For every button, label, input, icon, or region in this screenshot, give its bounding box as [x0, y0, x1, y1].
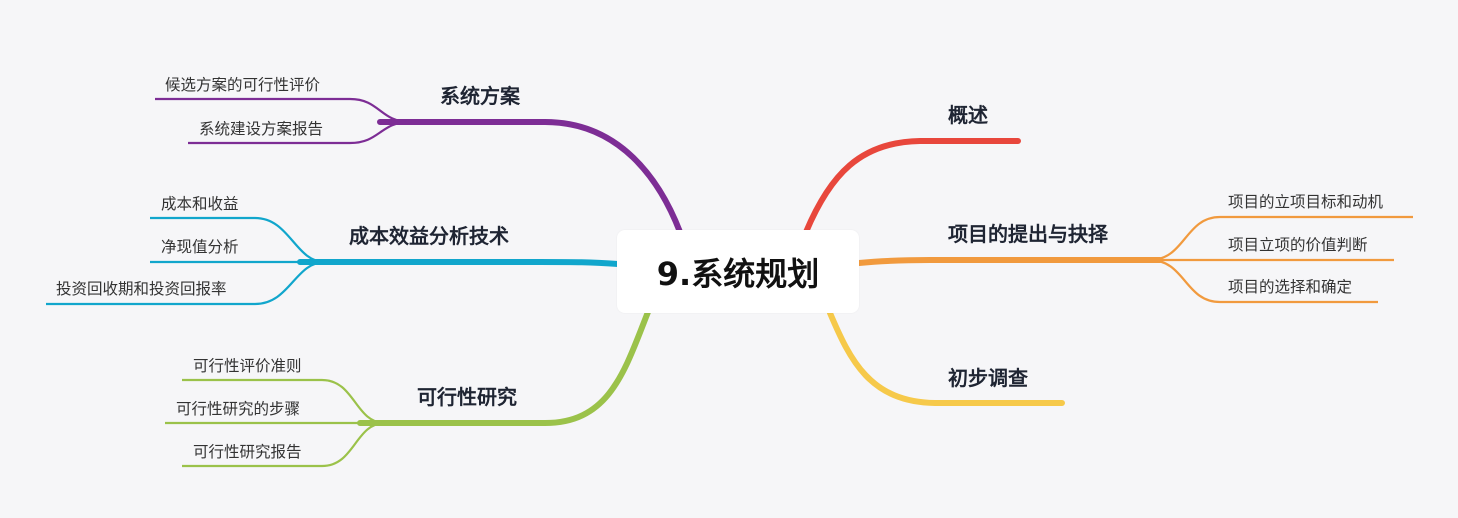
branch-feasibility-study[interactable]: 可行性研究: [417, 385, 517, 409]
connector-green-leaf-1: [182, 378, 386, 425]
connector-green-leaf-3: [182, 421, 386, 468]
root-node[interactable]: 9.系统规划: [617, 230, 859, 313]
connector-purple-main: [377, 119, 683, 235]
branch-preliminary-survey[interactable]: 初步调查: [948, 366, 1028, 390]
connector-orange-main: [856, 257, 1163, 266]
connector-green-main: [357, 309, 651, 426]
leaf-feasibility-report[interactable]: 可行性研究报告: [193, 443, 302, 461]
connector-purple-leaf-1: [155, 97, 411, 124]
connector-orange-leaf-1: [1149, 215, 1413, 262]
leaf-feasibility-steps[interactable]: 可行性研究的步骤: [176, 400, 301, 418]
branch-system-plan[interactable]: 系统方案: [440, 84, 520, 108]
leaf-payback-roi[interactable]: 投资回收期和投资回报率: [56, 280, 227, 298]
leaf-feasibility-criteria[interactable]: 可行性评价准则: [193, 357, 302, 375]
leaf-project-selection[interactable]: 项目的选择和确定: [1228, 278, 1353, 296]
connector-yellow-main: [827, 310, 1065, 406]
connector-purple-leaf-2: [188, 120, 411, 145]
root-title: 9.系统规划: [656, 254, 820, 293]
connector-orange-leaf-3: [1149, 258, 1378, 304]
leaf-construction-report[interactable]: 系统建设方案报告: [199, 120, 324, 138]
connector-blue-main: [297, 259, 621, 267]
connector-red-main: [803, 138, 1021, 235]
branch-project-proposal[interactable]: 项目的提出与抉择: [948, 222, 1108, 246]
leaf-candidate-feasibility[interactable]: 候选方案的可行性评价: [165, 76, 321, 94]
branch-cost-benefit[interactable]: 成本效益分析技术: [349, 224, 509, 248]
leaf-cost-revenue[interactable]: 成本和收益: [161, 195, 239, 213]
connector-blue-leaf-3: [46, 260, 326, 306]
connector-blue-leaf-1: [150, 216, 326, 264]
leaf-npv[interactable]: 净现值分析: [161, 238, 239, 256]
branch-overview[interactable]: 概述: [948, 103, 988, 127]
leaf-project-value[interactable]: 项目立项的价值判断: [1228, 236, 1368, 254]
leaf-project-goals[interactable]: 项目的立项目标和动机: [1228, 193, 1384, 211]
